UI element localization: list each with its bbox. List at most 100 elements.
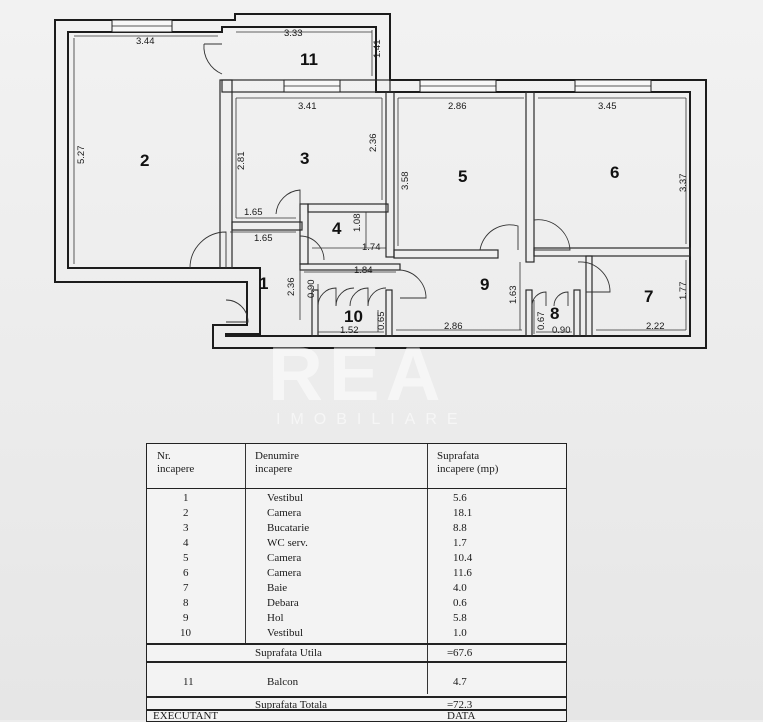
dim-label: 1.41: [372, 40, 383, 59]
room-number-4: 4: [332, 219, 342, 238]
room-numbers: 1 2 3 4 5 6 7 8 9 10 11: [140, 50, 653, 326]
windows: [111, 19, 652, 93]
floor-plan-drawing: 3.44 3.33 1.41 5.27 3.41 2.81 2.36 1.65 …: [54, 13, 707, 428]
footer-executant: EXECUTANT: [153, 710, 219, 722]
total-eq: =: [447, 699, 454, 711]
dim-label: 1.84: [354, 265, 373, 276]
total-value: 72.3: [453, 699, 473, 711]
row-nr: 10: [180, 627, 191, 639]
table-row: 9 Hol 5.8: [147, 611, 566, 626]
row-area: 5.8: [453, 612, 467, 624]
dim-label: 3.45: [598, 101, 617, 112]
balcony-nr: 11: [183, 676, 194, 688]
row-area: 8.8: [453, 522, 467, 534]
total-label: Suprafata Totala: [255, 699, 328, 711]
row-area: 4.0: [453, 582, 467, 594]
row-name: WC serv.: [267, 537, 308, 549]
room-number-9: 9: [480, 275, 489, 294]
dim-label: 3.41: [298, 101, 317, 112]
table-row: 7 Baie 4.0: [147, 581, 566, 596]
table-row: 10 Vestibul 1.0: [147, 626, 566, 641]
dim-label: 0.65: [376, 312, 387, 331]
row-area: 10.4: [453, 552, 473, 564]
dim-label: 1.77: [678, 282, 689, 301]
row-nr: 8: [183, 597, 189, 609]
util-eq: =: [447, 647, 454, 659]
room-number-11: 11: [300, 50, 318, 69]
dim-label: 2.22: [646, 321, 665, 332]
row-name: Debara: [267, 597, 299, 609]
dimension-labels: 3.44 3.33 1.41 5.27 3.41 2.81 2.36 1.65 …: [76, 28, 689, 336]
row-nr: 9: [183, 612, 189, 624]
room-number-10: 10: [344, 307, 363, 326]
table-row: 4 WC serv. 1.7: [147, 536, 566, 551]
dim-label: 0.90: [552, 325, 571, 336]
dim-label: 1.65: [254, 233, 273, 244]
table-row: 8 Debara 0.6: [147, 596, 566, 611]
row-area: 0.6: [453, 597, 467, 609]
room-number-3: 3: [300, 149, 309, 168]
balcony-name: Balcon: [267, 676, 299, 688]
dim-label: 3.37: [678, 174, 689, 193]
row-name: Vestibul: [267, 492, 304, 504]
util-value: 67.6: [453, 647, 473, 659]
room-area-table: Nr. incapere Denumire incapere Suprafata…: [146, 443, 567, 722]
row-area: 1.0: [453, 627, 467, 639]
room-number-5: 5: [458, 167, 467, 186]
total-area-row: Suprafata Totala = 72.3: [147, 699, 566, 712]
room-number-2: 2: [140, 151, 149, 170]
row-nr: 1: [183, 492, 189, 504]
table-divider: [245, 444, 246, 644]
dim-label: 2.36: [368, 134, 379, 153]
row-nr: 6: [183, 567, 189, 579]
room-number-7: 7: [644, 287, 653, 306]
dim-label: 3.58: [400, 172, 411, 191]
table-divider: [427, 444, 428, 694]
dim-label: 2.36: [286, 278, 297, 297]
row-name: Bucatarie: [267, 522, 310, 534]
footer-data: DATA: [447, 710, 476, 722]
header-nr: Nr. incapere: [157, 450, 195, 475]
row-name: Vestibul: [267, 627, 304, 639]
dim-label: 2.81: [236, 152, 247, 171]
row-separator: [147, 661, 566, 663]
row-name: Camera: [267, 552, 302, 564]
row-nr: 7: [183, 582, 189, 594]
room-number-6: 6: [610, 163, 619, 182]
row-nr: 2: [183, 507, 189, 519]
watermark-sub: IMOBILIARE: [276, 411, 468, 428]
watermark-brand: REA: [268, 332, 446, 417]
row-name: Camera: [267, 507, 302, 519]
table-row: 6 Camera 11.6: [147, 566, 566, 581]
dim-label: 3.44: [136, 36, 155, 47]
dim-label: 1.74: [362, 242, 381, 253]
room-number-1: 1: [259, 274, 268, 293]
dim-label: 3.33: [284, 28, 303, 39]
balcony-area: 4.7: [453, 676, 467, 688]
row-name: Camera: [267, 567, 302, 579]
row-nr: 4: [183, 537, 189, 549]
header-area: Suprafata incapere (mp): [437, 450, 499, 475]
dim-label: 0.90: [306, 280, 317, 299]
util-label: Suprafata Utila: [255, 647, 322, 659]
row-area: 18.1: [453, 507, 473, 519]
watermark-logo: REA IMOBILIARE: [268, 332, 468, 428]
dim-label: 1.08: [352, 214, 363, 233]
dim-label: 2.86: [444, 321, 463, 332]
dim-label: 2.86: [448, 101, 467, 112]
balcony-row: 11 Balcon 4.7: [147, 676, 566, 691]
table-row: 1 Vestibul 5.6: [147, 491, 566, 506]
interior-walls: [219, 79, 691, 337]
row-area: 1.7: [453, 537, 467, 549]
row-nr: 5: [183, 552, 189, 564]
footer-row: EXECUTANT DATA: [147, 710, 566, 722]
header-name: Denumire incapere: [255, 450, 299, 475]
table-row: 3 Bucatarie 8.8: [147, 521, 566, 536]
row-name: Baie: [267, 582, 288, 594]
dim-label: 1.65: [244, 207, 263, 218]
row-separator: [147, 643, 566, 645]
dim-label: 1.63: [508, 286, 519, 305]
dim-label: 0.67: [536, 312, 547, 331]
table-row: 2 Camera 18.1: [147, 506, 566, 521]
